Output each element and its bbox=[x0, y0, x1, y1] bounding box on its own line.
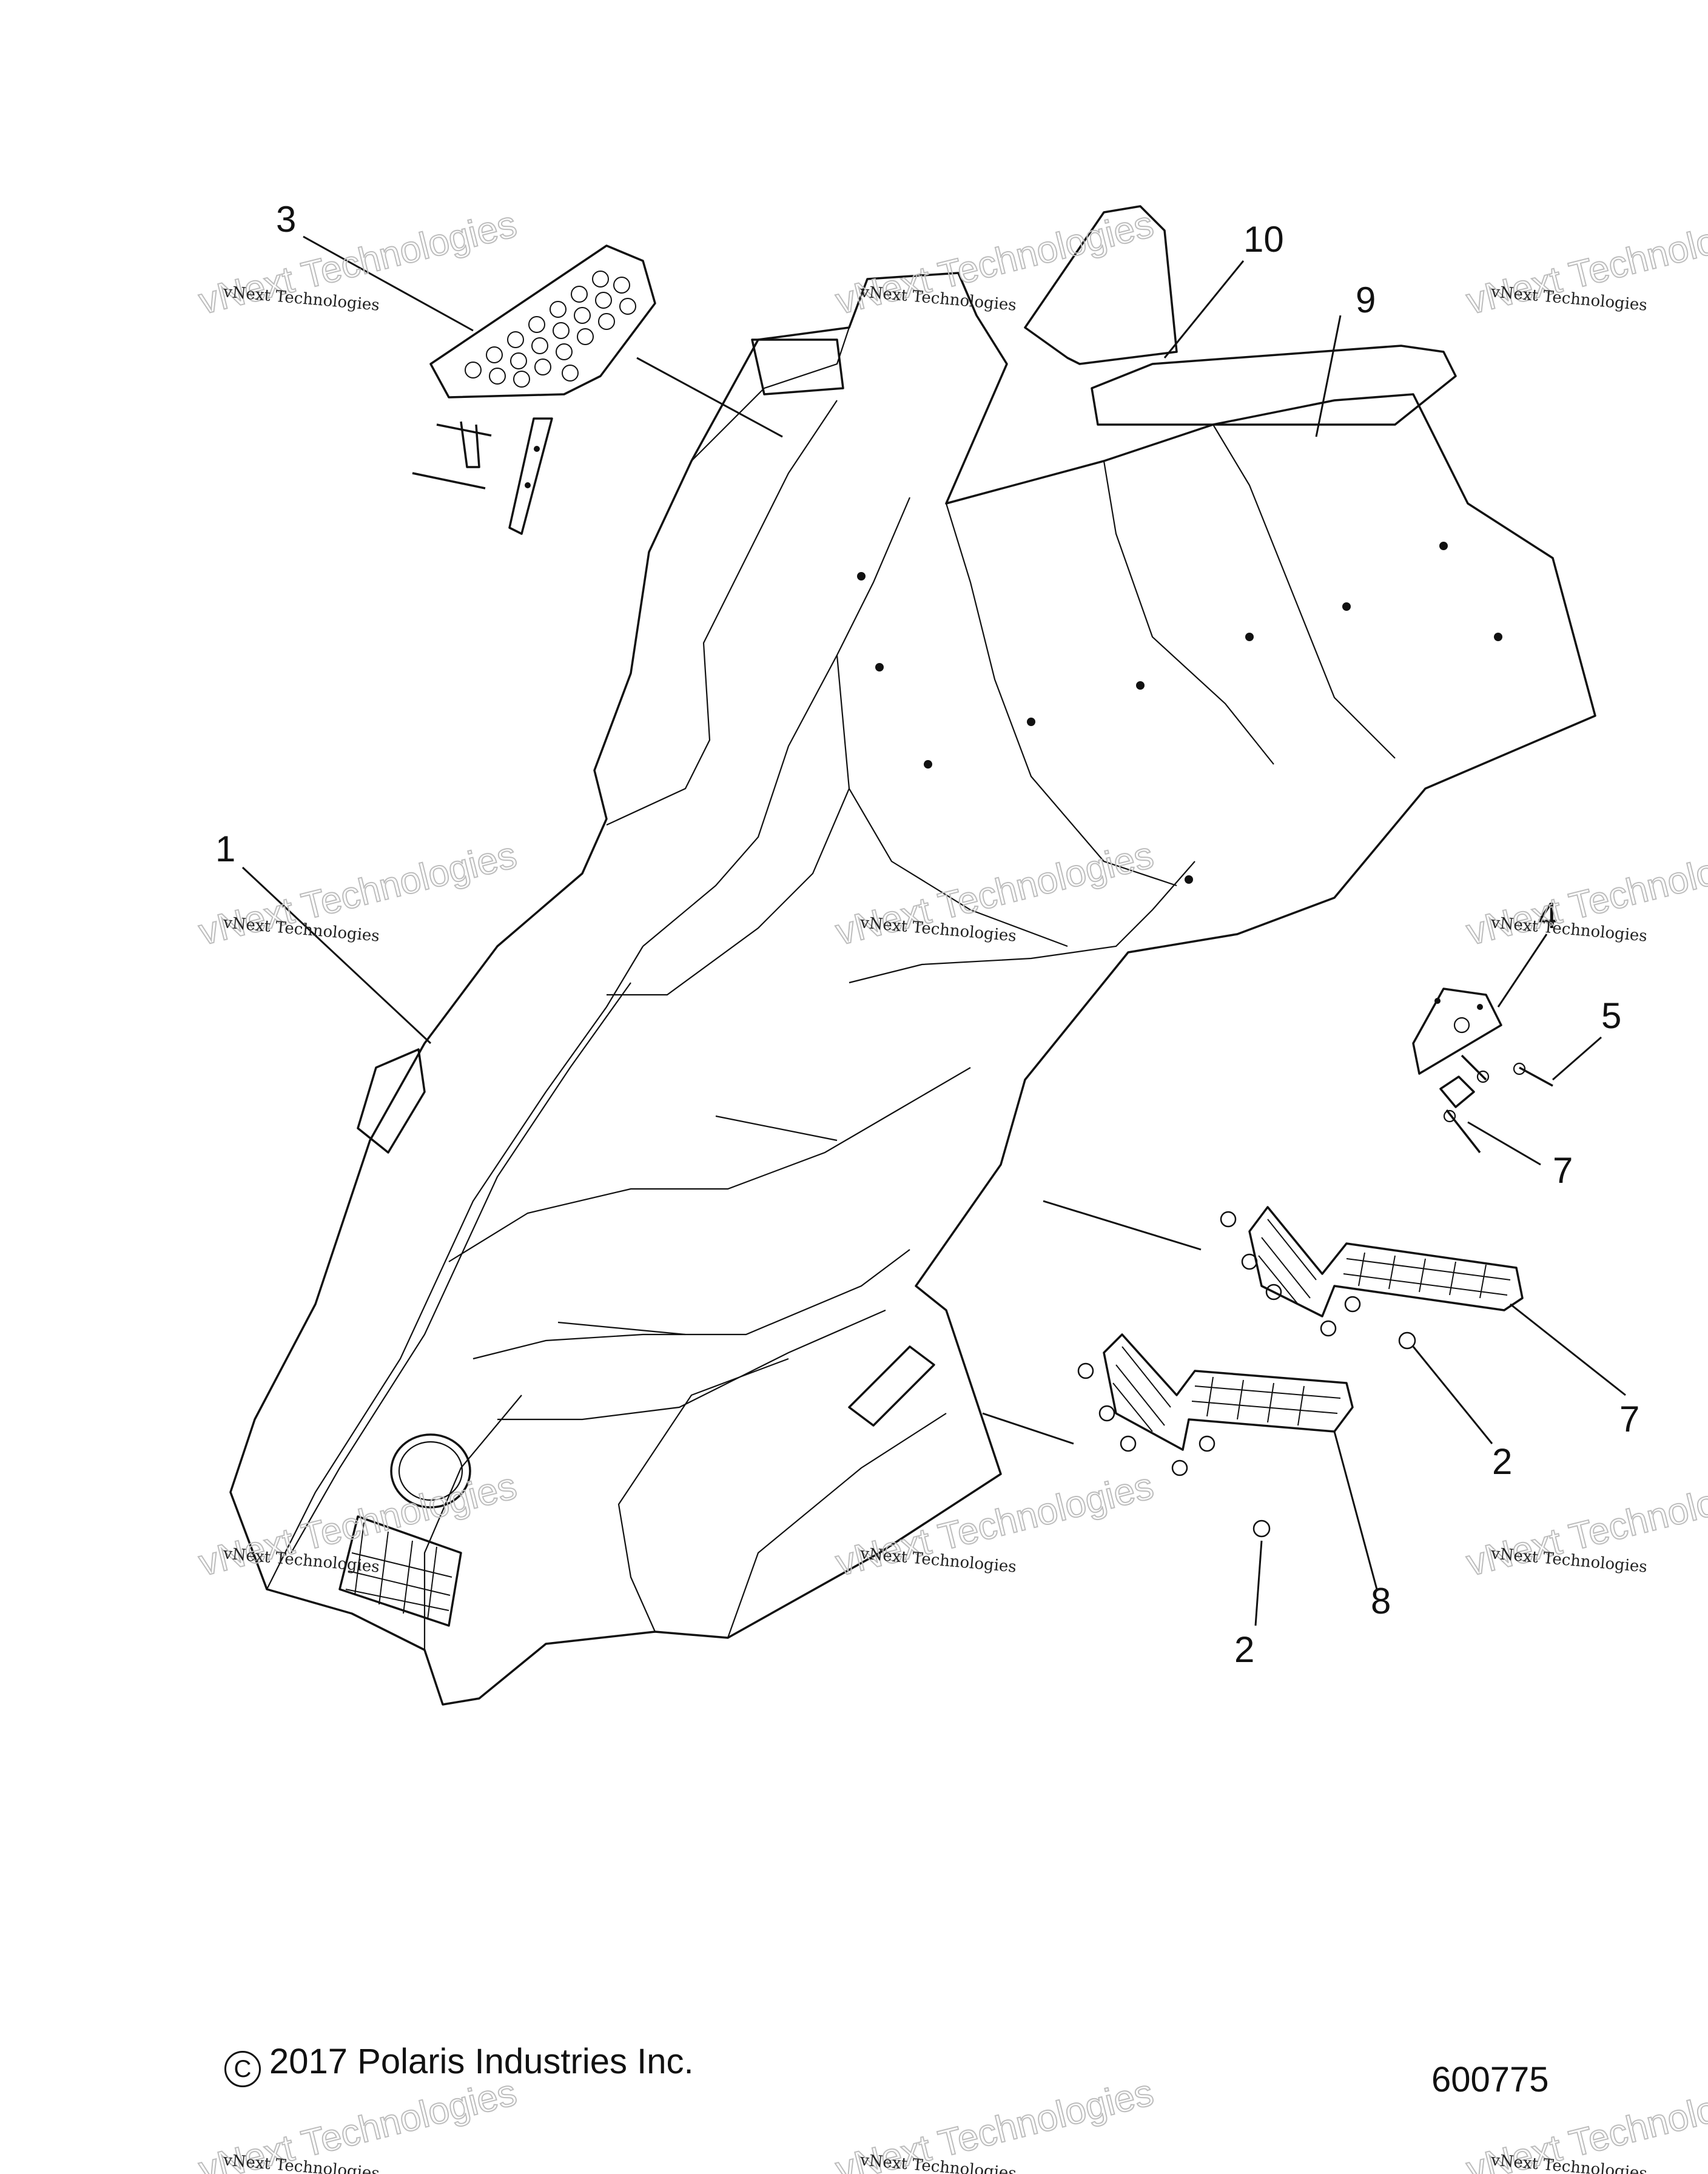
callout-labels: 3 10 9 1 4 5 7 7 2 8 2 bbox=[215, 199, 1639, 1670]
watermark-9: vNext Technologies vNext Technologies bbox=[1462, 1464, 1708, 1585]
watermark-3: vNext Technologies vNext Technologies bbox=[1462, 203, 1708, 323]
part-8-side-mesh bbox=[1077, 1333, 1354, 1538]
callout-2a: 2 bbox=[1492, 1441, 1512, 1482]
part-2-grommet-b bbox=[1252, 1519, 1271, 1538]
watermark-1: vNext Technologies vNext Technologies bbox=[194, 203, 521, 323]
watermarks: vNext Technologies vNext Technologies vN… bbox=[194, 203, 1708, 2174]
part-5-screw bbox=[1461, 1054, 1553, 1087]
callout-7: 7 bbox=[1619, 1399, 1639, 1439]
figure-number: 600775 bbox=[1431, 2060, 1549, 2099]
copyright-text: 2017 Polaris Industries Inc. bbox=[269, 2042, 694, 2081]
part-10-decal bbox=[1024, 205, 1178, 365]
callout-3: 3 bbox=[276, 199, 296, 240]
push-rivet-parts bbox=[412, 417, 553, 535]
part-2-grommet-a bbox=[1398, 1331, 1416, 1350]
callout-4: 4 bbox=[1538, 895, 1558, 936]
leader-lines bbox=[241, 235, 1626, 1626]
watermark-5: vNext Technologies vNext Technologies bbox=[831, 833, 1158, 954]
part-9-decal bbox=[1091, 345, 1457, 426]
watermark-11: vNext Technologies vNext Technologies bbox=[831, 2071, 1158, 2174]
callout-10: 10 bbox=[1243, 219, 1284, 260]
part-3-mesh-grille bbox=[429, 244, 656, 399]
watermark-2: vNext Technologies vNext Technologies bbox=[831, 203, 1158, 323]
watermark-4: vNext Technologies vNext Technologies bbox=[194, 833, 521, 954]
callout-9: 9 bbox=[1356, 280, 1376, 320]
callout-5: 5 bbox=[1601, 995, 1621, 1036]
callout-2b: 2 bbox=[1234, 1629, 1254, 1670]
watermark-6: vNext Technologies vNext Technologies bbox=[1462, 833, 1708, 954]
part-1-hood-panel bbox=[229, 272, 1596, 1706]
copyright-symbol-icon: C bbox=[224, 2051, 261, 2087]
watermark-8: vNext Technologies vNext Technologies bbox=[831, 1464, 1158, 1585]
part-7-side-mesh bbox=[1220, 1206, 1524, 1350]
part-6-nut bbox=[1439, 1075, 1481, 1154]
callout-1: 1 bbox=[215, 829, 235, 869]
callout-6: 7 bbox=[1553, 1150, 1573, 1191]
callout-8: 8 bbox=[1371, 1581, 1391, 1621]
part-4-bracket bbox=[1412, 988, 1502, 1075]
